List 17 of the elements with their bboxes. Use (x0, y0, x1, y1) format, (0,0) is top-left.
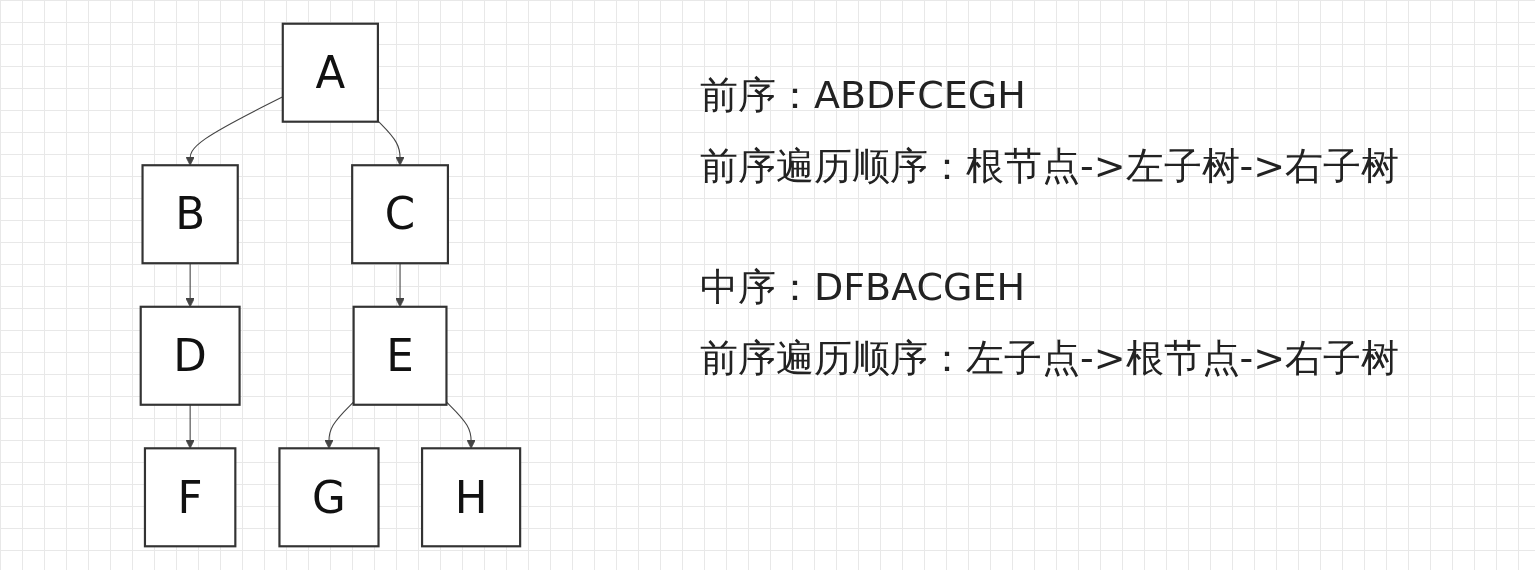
arrow (323, 401, 354, 449)
traversal-note: 前序：ABDFCEGH (700, 72, 1026, 119)
arrow (184, 96, 283, 166)
node-box: E (352, 305, 448, 406)
node-box: C (350, 164, 449, 265)
node-box: A (281, 22, 379, 123)
traversal-note: 前序遍历顺序：根节点->左子树->右子树 (700, 143, 1400, 190)
node-box: B (141, 164, 239, 265)
node-box: G (277, 447, 380, 548)
traversal-note: 前序遍历顺序：左子点->根节点->右子树 (700, 335, 1400, 382)
traversal-note: 中序：DFBACGEH (700, 264, 1026, 311)
node-box: H (420, 447, 521, 548)
arrow (184, 404, 195, 449)
arrow (445, 401, 476, 449)
node-box: D (139, 305, 241, 406)
arrow (376, 120, 405, 166)
node-box: F (143, 447, 236, 548)
